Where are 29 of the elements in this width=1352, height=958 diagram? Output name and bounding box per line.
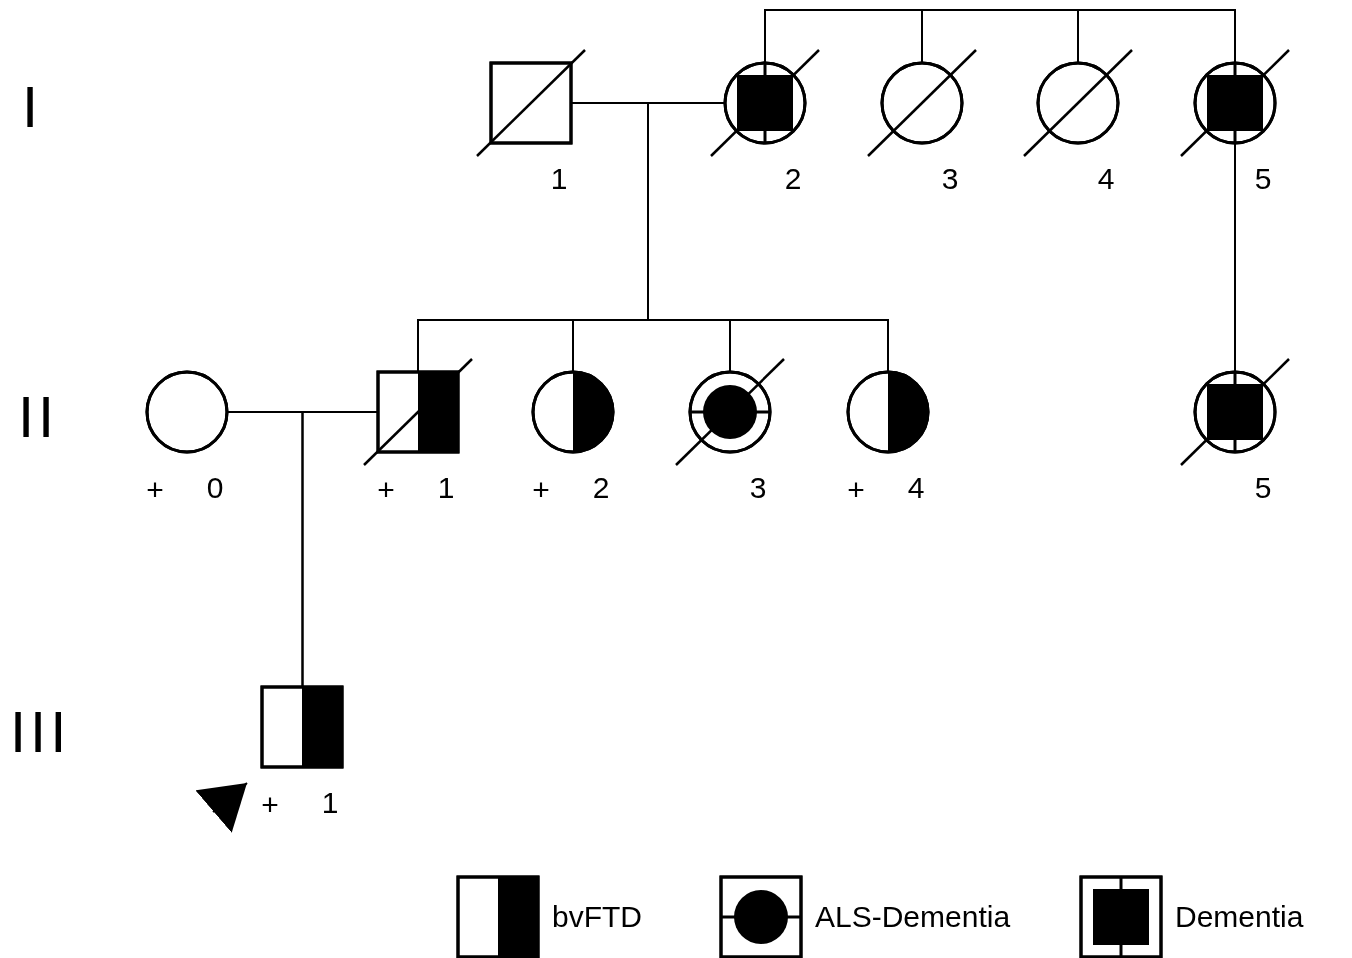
pedigree-line — [1234, 142, 1236, 373]
generation-label: I — [22, 78, 43, 136]
carrier-sign: + — [146, 475, 164, 505]
legend-label: ALS-Dementia — [815, 902, 1011, 932]
individual-number: 3 — [749, 473, 767, 503]
pedigree-line — [921, 9, 1079, 64]
individual-number: 1 — [437, 473, 455, 503]
pedigree-line — [301, 411, 379, 688]
proband-arrow — [195, 782, 248, 833]
individual-number: 4 — [1097, 164, 1115, 194]
carrier-sign: + — [377, 475, 395, 505]
pedigree-line — [764, 9, 923, 64]
individual-number: 1 — [550, 164, 568, 194]
pedigree-line — [1077, 9, 1236, 64]
legend-label: bvFTD — [552, 902, 642, 932]
generation-label: III — [10, 703, 71, 761]
legend-label: Dementia — [1175, 902, 1304, 932]
generation-label: II — [18, 388, 59, 446]
individual-number: 5 — [1254, 164, 1272, 194]
carrier-sign: + — [847, 475, 865, 505]
individual-number: 2 — [784, 164, 802, 194]
individual-number: 1 — [321, 788, 339, 818]
individual-number: 3 — [941, 164, 959, 194]
carrier-sign: + — [532, 475, 550, 505]
individual-number: 4 — [907, 473, 925, 503]
individual-number: 0 — [206, 473, 224, 503]
carrier-sign: + — [261, 790, 279, 820]
individual-number: 5 — [1254, 473, 1272, 503]
individual-number: 2 — [592, 473, 610, 503]
